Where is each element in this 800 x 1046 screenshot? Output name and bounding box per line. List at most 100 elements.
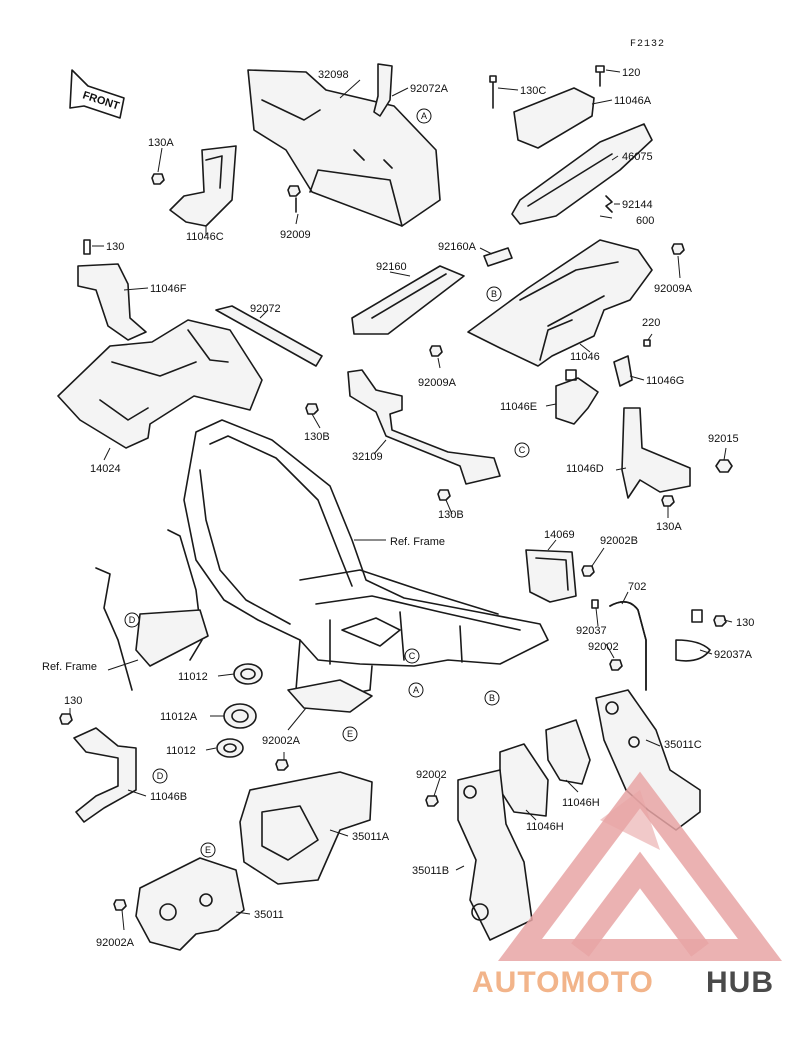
callout-B-top: B	[486, 286, 502, 302]
bolt-130-left-part	[59, 713, 73, 725]
side-frame-reference	[95, 529, 209, 691]
watermark-text-part2: HUB	[706, 966, 774, 999]
bracket-11046-part	[467, 239, 653, 367]
label-702: 702	[628, 581, 646, 593]
battery-case-part	[247, 69, 441, 227]
label-11046H-left: 11046H	[526, 821, 564, 833]
band-92072-part	[215, 305, 323, 367]
label-14024: 14024	[90, 463, 121, 475]
ref-frame-label-side: Ref. Frame	[42, 661, 97, 673]
spring-92144-part	[605, 195, 613, 213]
label-92002A-bottom: 92002A	[96, 937, 135, 949]
label-11012A: 11012A	[160, 711, 198, 723]
label-92160: 92160	[376, 261, 407, 273]
label-11046B: 11046B	[150, 791, 187, 803]
bolt-92002-mid-part	[609, 659, 623, 671]
plate-35011A-part	[239, 771, 373, 885]
bracket-11046H-left-part	[499, 743, 549, 817]
bracket-11046A-part	[513, 87, 595, 149]
label-35011: 35011	[254, 909, 284, 921]
label-130B-top: 130B	[304, 431, 330, 443]
bolt-130C-part	[489, 75, 497, 109]
callout-circles: A B C D C A B E	[124, 108, 530, 858]
callout-A-frame: A	[408, 682, 424, 698]
bracket-11046G-part	[613, 355, 633, 387]
bolt-220-part	[643, 339, 651, 347]
bolt-92009A-right-part	[671, 243, 685, 255]
callout-E-frame: E	[342, 726, 358, 742]
label-130-right: 130	[736, 617, 754, 629]
watermark-text-part1: AUTOMOTO	[472, 966, 654, 999]
svg-text:E: E	[347, 729, 353, 739]
label-92160A: 92160A	[438, 241, 477, 253]
bolt-130B-bottom-part	[437, 489, 451, 501]
bolt-130-right-part	[713, 615, 727, 627]
svg-text:E: E	[205, 845, 211, 855]
bolt-130A-top-part	[151, 173, 165, 185]
callout-B-frame: B	[484, 690, 500, 706]
bolt-92002A-bottom-part	[113, 899, 127, 911]
label-11046D: 11046D	[566, 463, 604, 475]
label-11046C: 11046C	[186, 231, 224, 243]
bracket-11046B-part	[73, 727, 137, 823]
bolt-92009A-left-part	[429, 345, 443, 357]
bolt-92002A-upper-part	[275, 759, 289, 771]
label-92002A-mid: 92002A	[262, 735, 301, 747]
tray-14024-part	[57, 319, 263, 449]
hose-702-part	[609, 601, 647, 691]
watermark-logo-icon	[498, 771, 782, 961]
label-92009A-left: 92009A	[418, 377, 457, 389]
label-92009: 92009	[280, 229, 311, 241]
bolt-92009-part	[287, 185, 301, 213]
callout-C-frame: C	[404, 648, 420, 664]
svg-text:C: C	[519, 445, 526, 455]
label-130C: 130C	[520, 85, 546, 97]
label-92015: 92015	[708, 433, 739, 445]
label-130A-right: 130A	[656, 521, 682, 533]
callout-E-bottom: E	[200, 842, 216, 858]
label-14069: 14069	[544, 529, 575, 541]
label-130A-top: 130A	[148, 137, 174, 149]
stay-32109-part	[347, 369, 501, 485]
label-35011A: 35011A	[352, 831, 390, 843]
figure-code: F2132	[630, 39, 665, 50]
clip-92037-part	[591, 599, 599, 609]
label-130B-bottom: 130B	[438, 509, 464, 521]
bracket-11046F-part	[77, 239, 147, 341]
front-arrow-icon: FRONT	[69, 69, 125, 119]
mount-92002A-area-part	[287, 679, 373, 713]
label-92002-lower: 92002	[416, 769, 447, 781]
callout-D-top: D	[124, 612, 140, 628]
handle-46075-part	[511, 123, 653, 225]
pad-92160-part	[351, 265, 465, 335]
svg-text:D: D	[129, 615, 136, 625]
label-11012-bottom: 11012	[166, 745, 196, 757]
label-32098: 32098	[318, 69, 349, 81]
svg-text:D: D	[157, 771, 164, 781]
pad-92160A-part	[483, 247, 513, 267]
svg-text:A: A	[421, 111, 427, 121]
label-11046F: 11046F	[150, 283, 187, 295]
callout-D-bottom: D	[152, 768, 168, 784]
label-220: 220	[642, 317, 660, 329]
bracket-11046H-right-part	[545, 719, 591, 785]
bolt-130B-top-part	[305, 403, 319, 415]
label-92037: 92037	[576, 625, 607, 637]
bolt-120-part	[595, 65, 605, 87]
label-11046: 11046	[570, 351, 600, 363]
bolt-92002-lower-part	[425, 795, 439, 807]
label-11012-top: 11012	[178, 671, 208, 683]
callout-A-top: A	[416, 108, 432, 124]
svg-text:A: A	[413, 685, 419, 695]
label-92009A-right: 92009A	[654, 283, 693, 295]
label-92002B: 92002B	[600, 535, 638, 547]
leader-lines	[69, 69, 733, 931]
nut-92015-part	[715, 459, 733, 473]
plate-35011B-part	[457, 769, 533, 941]
label-92037A: 92037A	[714, 649, 753, 661]
label-92072: 92072	[250, 303, 281, 315]
main-frame-reference	[183, 419, 549, 701]
strap-92072A-part	[373, 63, 393, 117]
label-35011C: 35011C	[664, 739, 702, 751]
svg-text:B: B	[489, 693, 495, 703]
